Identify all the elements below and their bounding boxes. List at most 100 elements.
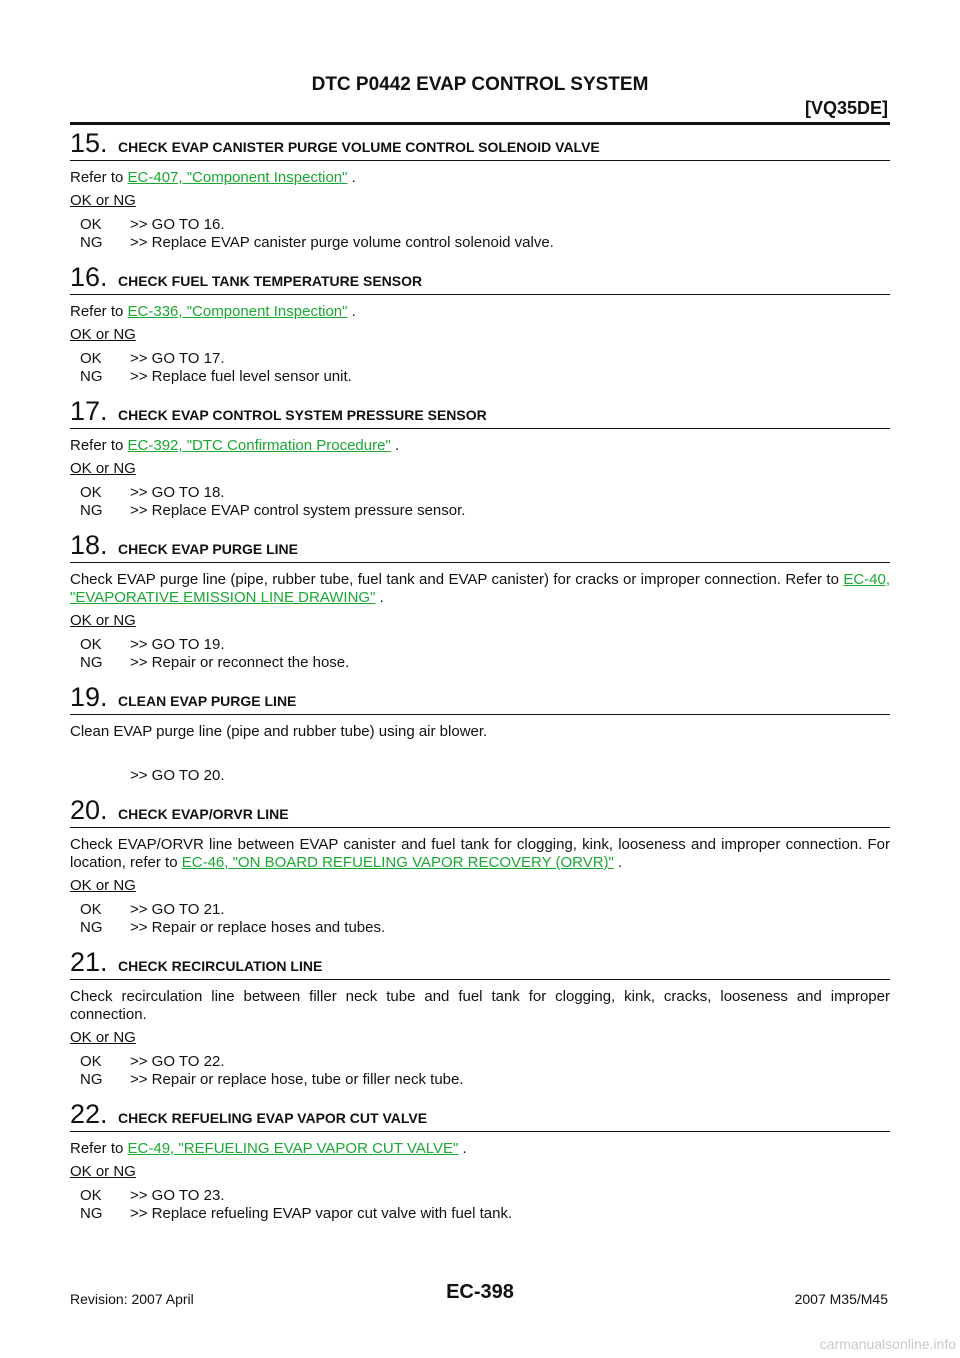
step-number: 20. xyxy=(70,795,108,825)
step-number: 17. xyxy=(70,396,108,426)
header-rule xyxy=(70,122,890,125)
result-value: >> Repair or reconnect the hose. xyxy=(130,654,350,671)
step-results: OK>> GO TO 22. NG >> Repair or replace ho… xyxy=(80,1053,890,1089)
step-text: Refer to EC-392, "DTC Confirmation Proce… xyxy=(70,437,890,455)
text-prefix: Check EVAP purge line (pipe, rubber tube… xyxy=(70,571,844,588)
result-key: OK xyxy=(80,216,102,233)
page-number: EC-398 xyxy=(446,1281,514,1303)
reference-link[interactable]: EC-392, "DTC Confirmation Procedure" xyxy=(127,437,391,454)
result-value: >> GO TO 17. xyxy=(130,350,225,367)
go-to-instruction: >> GO TO 20. xyxy=(130,767,225,784)
text-suffix: . xyxy=(613,854,623,871)
step-number: 21. xyxy=(70,947,108,977)
step-number: 18. xyxy=(70,530,108,560)
ok-or-ng-label: OK or NG xyxy=(70,460,136,477)
ok-or-ng-label: OK or NG xyxy=(70,192,136,209)
step-results: OK >> GO TO 16. NG >> Replace EVAP caniste… xyxy=(80,216,890,252)
result-key: NG xyxy=(80,1071,103,1088)
result-key: OK xyxy=(80,901,102,918)
step-title: CHECK EVAP/ORVR LINE xyxy=(118,806,289,822)
ok-result: OK>> GO TO 22. xyxy=(80,1053,890,1071)
step-number: 16. xyxy=(70,262,108,292)
revision-date: Revision: 2007 April xyxy=(70,1291,194,1307)
step-text: Refer to EC-49, "REFUELING EVAP VAPOR CU… xyxy=(70,1140,890,1158)
result-key: NG xyxy=(80,502,103,519)
step-text: Clean EVAP purge line (pipe and rubber t… xyxy=(70,723,488,740)
reference-link[interactable]: EC-46, "ON BOARD REFUELING VAPOR RECOVER… xyxy=(181,854,614,871)
step-results: OK >> GO TO 19. NG >> Repair or reconnect … xyxy=(80,636,890,672)
text-prefix: Check EVAP/ORVR line between EVAP canist… xyxy=(70,836,890,871)
step-title: CHECK EVAP CONTROL SYSTEM PRESSURE SENSO… xyxy=(118,407,487,423)
text-suffix: . xyxy=(458,1140,467,1157)
ok-result: OK >> GO TO 19. xyxy=(80,636,890,654)
step-title: CHECK FUEL TANK TEMPERATURE SENSOR xyxy=(118,273,423,289)
result-key: OK xyxy=(80,636,102,653)
step-22: 22. CHECK REFUELING EVAP VAPOR CUT VALVE… xyxy=(70,1099,890,1223)
ng-result: NG>> Repair or replace hoses and tubes. xyxy=(80,919,890,937)
ok-or-ng-label: OK or NG xyxy=(70,612,136,629)
reference-link[interactable]: EC-336, "Component Inspection" xyxy=(127,303,348,320)
step-text: Check recirculation line between filler … xyxy=(70,988,890,1023)
result-key: OK xyxy=(80,1187,102,1204)
step-results: OK >> GO TO 18. NG >> Replace EVAP control… xyxy=(80,484,890,520)
result-value: >> GO TO 16. xyxy=(130,216,225,233)
ng-result: NG >> Replace EVAP canister purge volume … xyxy=(80,234,890,252)
ok-result: OK>> GO TO 17. xyxy=(80,350,890,368)
ok-result: OK >> GO TO 16. xyxy=(80,216,890,234)
step-16: 16. CHECK FUEL TANK TEMPERATURE SENSOR R… xyxy=(70,262,890,386)
page-title: DTC P0442 EVAP CONTROL SYSTEM xyxy=(311,74,649,95)
engine-code: [VQ35DE] xyxy=(804,98,888,118)
step-text: Check EVAP purge line (pipe, rubber tube… xyxy=(70,571,890,607)
ok-or-ng-label: OK or NG xyxy=(70,1029,136,1046)
step-header: 22. CHECK REFUELING EVAP VAPOR CUT VALVE xyxy=(70,1099,890,1132)
reference-link[interactable]: EC-40, "EVAPORATIVE EMISSION LINE DRAWIN… xyxy=(70,571,890,606)
step-text: Check EVAP/ORVR line between EVAP canist… xyxy=(70,836,890,872)
step-results: OK>> GO TO 17. NG >> Replace fuel level s… xyxy=(80,350,890,386)
result-value: >> Replace EVAP control system pressure … xyxy=(130,502,466,519)
text-prefix: Refer to xyxy=(70,1140,128,1157)
step-20: 20. CHECK EVAP/ORVR LINE Check EVAP/ORVR… xyxy=(70,795,890,937)
ng-result: NG >> Replace EVAP control system pressur… xyxy=(80,502,890,520)
ok-result: OK >> GO TO 23. xyxy=(80,1187,890,1205)
text-suffix: . xyxy=(375,589,384,606)
reference-link[interactable]: EC-407, "Component Inspection" xyxy=(127,169,348,186)
step-header: 19. CLEAN EVAP PURGE LINE xyxy=(70,682,890,715)
model-name: 2007 M35/M45 xyxy=(794,1291,888,1307)
step-header: 20. CHECK EVAP/ORVR LINE xyxy=(70,795,890,828)
text-suffix: . xyxy=(347,303,356,320)
ok-or-ng-label: OK or NG xyxy=(70,1163,136,1180)
result-key: OK xyxy=(80,484,102,501)
step-15: 15. CHECK EVAP CANISTER PURGE VOLUME CON… xyxy=(70,128,890,252)
step-results: OK>> GO TO 23. NG>> Replace refueling EV… xyxy=(80,1187,890,1223)
reference-link[interactable]: EC-49, "REFUELING EVAP VAPOR CUT VALVE" xyxy=(127,1140,459,1157)
result-key: OK xyxy=(80,1053,102,1070)
step-header: 18. CHECK EVAP PURGE LINE xyxy=(70,530,890,563)
step-17: 17. CHECK EVAP CONTROL SYSTEM PRESSURE S… xyxy=(70,396,890,520)
step-header: 21. CHECK RECIRCULATION LINE xyxy=(70,947,890,980)
ng-result: NG >> Repair or replace hose, tube or fil… xyxy=(80,1071,890,1089)
step-title: CHECK EVAP CANISTER PURGE VOLUME CONTROL… xyxy=(118,139,600,155)
result-value: >> GO TO 23. xyxy=(130,1187,225,1204)
result-value: >> Replace fuel level sensor unit. xyxy=(130,368,352,385)
result-key: NG xyxy=(80,368,103,385)
step-header: 16. CHECK FUEL TANK TEMPERATURE SENSOR xyxy=(70,262,890,295)
text-prefix: Refer to xyxy=(70,169,128,186)
step-number: 22. xyxy=(70,1099,108,1129)
result-value: >> Repair or replace hose, tube or fille… xyxy=(130,1071,464,1088)
ok-or-ng-label: OK or NG xyxy=(70,326,136,343)
ng-result: NG >> Repair or reconnect the hose. xyxy=(80,654,890,672)
text-suffix: . xyxy=(347,169,356,186)
step-text: Refer to EC-336, "Component Inspection" … xyxy=(70,303,890,321)
step-18: 18. CHECK EVAP PURGE LINE Check EVAP pur… xyxy=(70,530,890,672)
step-number: 15. xyxy=(70,128,108,158)
result-key: NG xyxy=(80,654,103,671)
ok-result: OK>> GO TO 21. xyxy=(80,901,890,919)
result-value: >> GO TO 19. xyxy=(130,636,225,653)
text-prefix: Refer to xyxy=(70,437,128,454)
result-value: >> GO TO 18. xyxy=(130,484,225,501)
step-number: 19. xyxy=(70,682,108,712)
result-value: >> Replace EVAP canister purge volume co… xyxy=(130,234,554,251)
result-key: NG xyxy=(80,234,103,251)
result-value: >> Repair or replace hoses and tubes. xyxy=(130,919,386,936)
step-title: CHECK REFUELING EVAP VAPOR CUT VALVE xyxy=(118,1110,428,1126)
